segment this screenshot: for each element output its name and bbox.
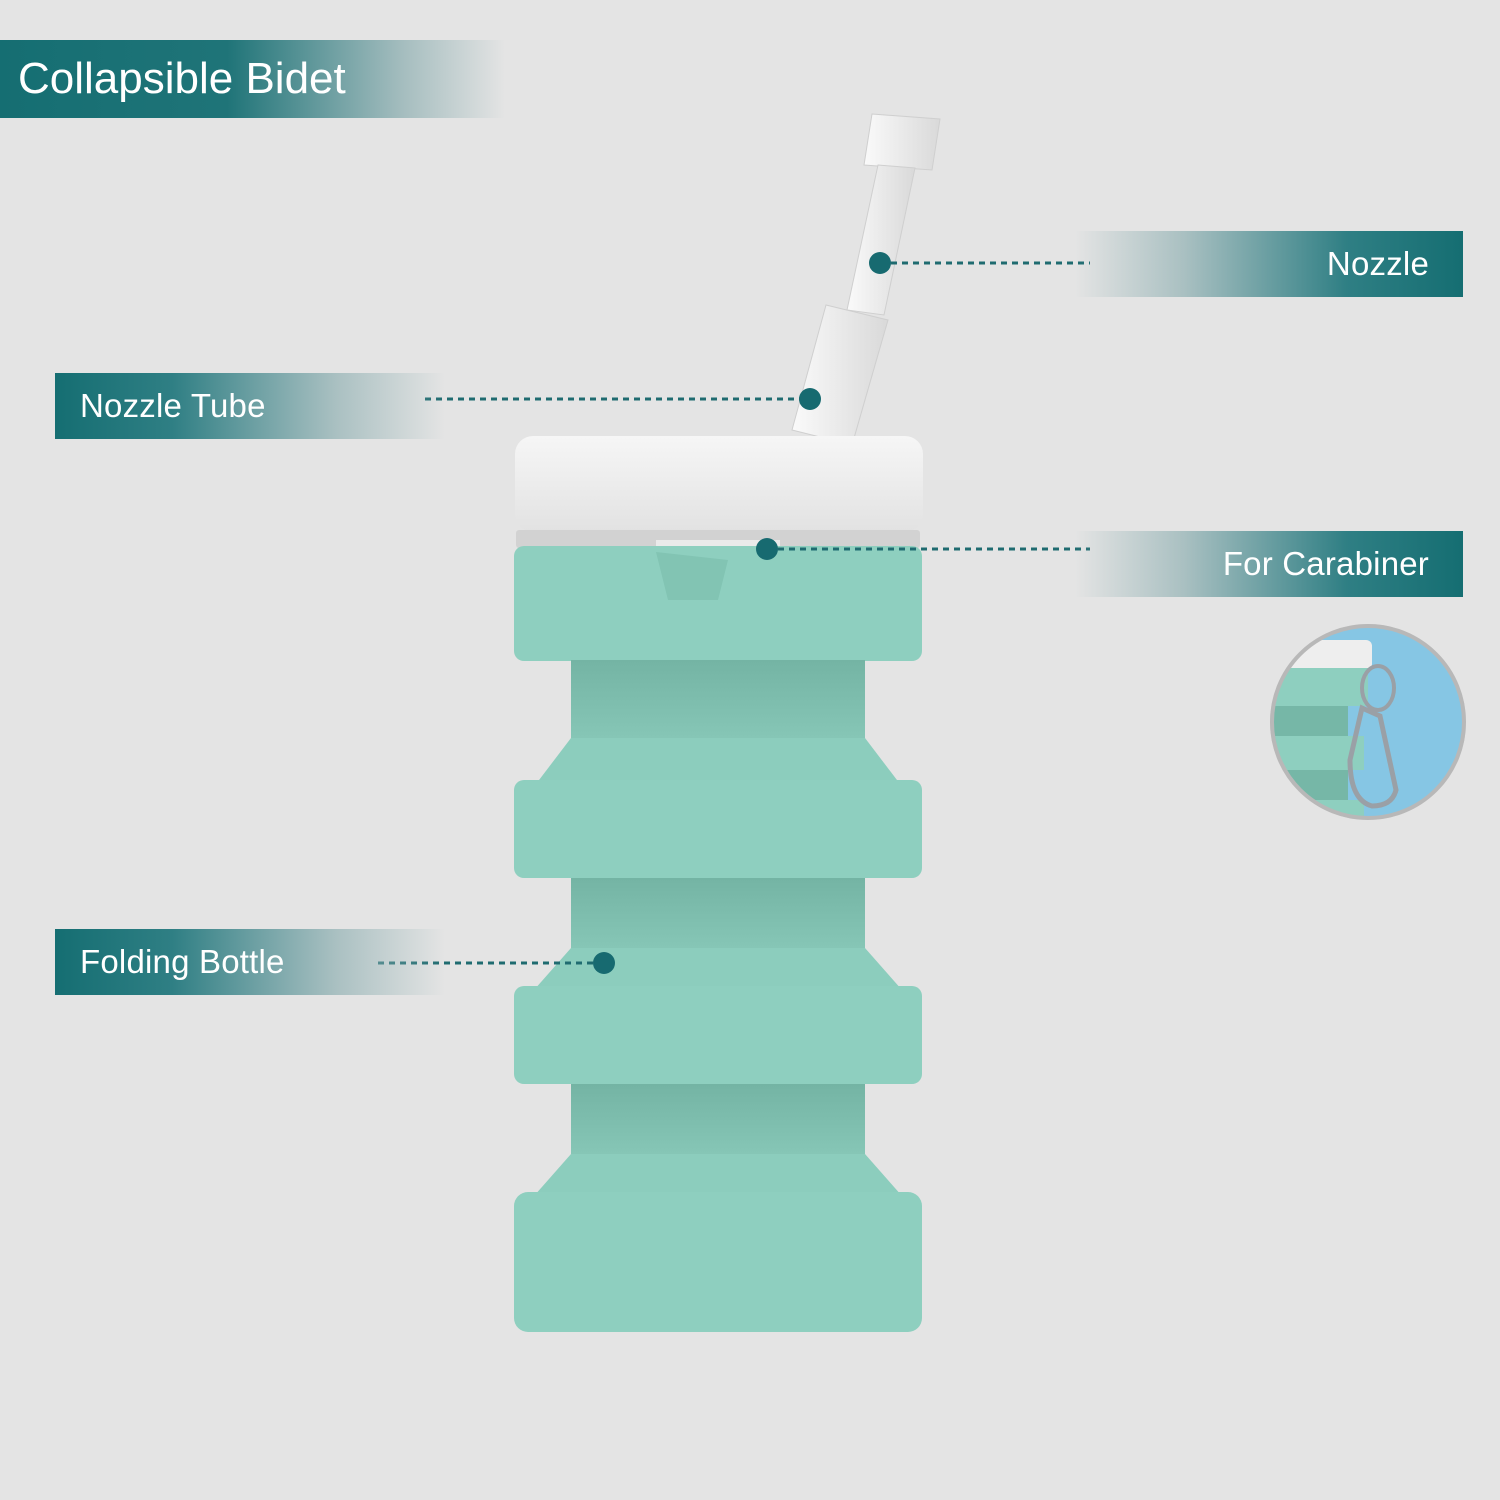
carabiner-inset — [1270, 624, 1466, 820]
callout-folding-bottle-text: Folding Bottle — [80, 943, 285, 980]
nozzle-part — [791, 113, 941, 446]
callout-for-carabiner: For Carabiner — [1075, 531, 1463, 597]
folding-bottle-body — [514, 546, 922, 1332]
callout-for-carabiner-text: For Carabiner — [1222, 545, 1429, 582]
nozzle-dot — [869, 252, 891, 274]
callout-folding-bottle: Folding Bottle — [55, 929, 445, 995]
nozzle-tube-dot — [799, 388, 821, 410]
callout-nozzle-text: Nozzle — [1326, 245, 1429, 282]
callout-nozzle: Nozzle — [1075, 231, 1463, 297]
carabiner-dot — [756, 538, 778, 560]
page-title: Collapsible Bidet — [0, 40, 505, 118]
callout-nozzle-tube: Nozzle Tube — [55, 373, 445, 439]
lid-part — [515, 436, 923, 565]
folding-bottle-dot — [593, 952, 615, 974]
callout-nozzle-tube-text: Nozzle Tube — [80, 387, 266, 424]
page-title-text: Collapsible Bidet — [18, 54, 346, 103]
